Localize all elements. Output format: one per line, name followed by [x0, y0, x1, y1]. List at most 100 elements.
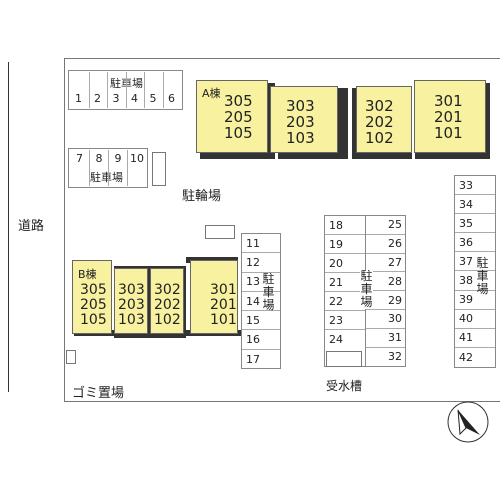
building-a-block-4: [414, 80, 486, 153]
unit: 101: [434, 124, 463, 142]
building-a-units-4: 301 201 101: [434, 93, 463, 141]
parking-col1: [241, 233, 281, 369]
parking-space: 11: [242, 234, 280, 254]
parking-space: 1: [70, 88, 87, 108]
space-divider: [162, 72, 164, 88]
site-boundary: [64, 58, 500, 402]
building-a-units-3: 302 202 102: [365, 98, 394, 146]
unit: 205: [80, 297, 107, 313]
building-b-block-2: [114, 268, 148, 334]
space-divider: [108, 166, 109, 186]
parking-space: 26: [366, 235, 405, 254]
parking-space: 40: [455, 310, 495, 329]
unit: 305: [80, 282, 107, 298]
parking-top-label: 駐車場: [110, 77, 143, 90]
parking-space: 15: [242, 311, 280, 331]
unit: 201: [434, 108, 463, 126]
parking-space: 12: [242, 253, 280, 273]
parking-space: 42: [459, 350, 473, 364]
parking-space: 37: [455, 252, 495, 272]
parking-space: 33: [455, 176, 495, 196]
building-a-label: A棟: [202, 87, 221, 100]
parking-col3-label: 駐車場: [476, 256, 489, 296]
unit: 101: [210, 312, 237, 328]
parking-space: 31: [366, 329, 405, 348]
unit: 103: [286, 129, 315, 147]
space-divider: [107, 72, 108, 88]
parking-space: 27: [366, 254, 405, 273]
unit: 102: [154, 312, 181, 328]
parking-space: 21: [325, 273, 365, 292]
parking-space: 20: [325, 254, 365, 273]
unit: 203: [286, 113, 315, 131]
building-b-units-1: 305 205 105: [80, 283, 107, 328]
unit: 202: [154, 297, 181, 313]
parking-space: 9: [108, 150, 127, 166]
parking-space: 29: [366, 291, 405, 310]
parking-space: 10: [127, 150, 146, 166]
unit: 302: [154, 282, 181, 298]
unit: 305: [224, 92, 253, 110]
road-edge-line: [8, 62, 9, 392]
unit: 201: [210, 297, 237, 313]
parking-space: 41: [455, 329, 495, 348]
building-b-label: B棟: [78, 268, 97, 281]
parking-space: 25: [366, 216, 405, 235]
unit: 105: [224, 124, 253, 142]
parking-space: 3: [107, 88, 124, 108]
building-a-units-2: 303 203 103: [286, 98, 315, 146]
space-divider: [127, 166, 128, 186]
road-label: 道路: [18, 219, 45, 234]
building-b-units-3: 302 202 102: [154, 283, 181, 328]
space-divider: [125, 72, 127, 88]
parking-space: 4: [125, 88, 143, 108]
north-arrow-icon: [447, 401, 489, 443]
unit: 301: [210, 282, 237, 298]
parking-col3: [454, 175, 496, 368]
parking-space: 16: [242, 331, 280, 350]
building-b-block-3: [150, 268, 184, 334]
parking-space: 5: [144, 88, 161, 108]
garbage-area-label: ゴミ置場: [72, 386, 125, 401]
parking-space: 17: [246, 352, 260, 366]
parking-col1-label: 駐車場: [262, 272, 275, 312]
water-tank-label: 受水槽: [326, 379, 363, 393]
storage-box: [152, 152, 166, 186]
parking-space: 7: [70, 150, 89, 166]
space-divider: [89, 166, 90, 186]
parking-space: 6: [162, 88, 180, 108]
building-a-block-2: [270, 86, 338, 153]
parking-space: 24: [329, 333, 343, 346]
parking-col2-label: 駐車場: [360, 269, 373, 309]
parking-space: 28: [366, 272, 405, 292]
building-a-block-1: [196, 80, 268, 153]
parking-mid-label: 駐車場: [90, 171, 123, 184]
unit: 202: [365, 113, 394, 131]
parking-space: 36: [455, 233, 495, 253]
water-tank-box: [326, 351, 362, 367]
bicycle-parking-label: 駐輪場: [182, 189, 222, 204]
building-b-units-4: 301 201 101: [210, 283, 237, 328]
parking-space: 13: [242, 273, 280, 292]
parking-space: 8: [89, 150, 108, 166]
unit: 103: [118, 312, 145, 328]
building-a-block-3: [356, 86, 412, 153]
parking-space: 38: [455, 272, 495, 291]
building-b-block-4: [190, 260, 238, 334]
parking-space: 22: [325, 292, 365, 311]
space-divider: [144, 72, 145, 88]
parking-space: 32: [388, 350, 402, 364]
space-divider: [88, 72, 90, 88]
parking-space: 23: [325, 311, 365, 330]
unit: 302: [365, 97, 394, 115]
parking-space: 18: [325, 216, 365, 235]
unit: 303: [118, 282, 145, 298]
bicycle-parking-box: [205, 225, 235, 239]
garbage-area-box: [66, 350, 76, 364]
building-b-units-2: 303 203 103: [118, 283, 145, 328]
parking-space: 14: [242, 292, 280, 312]
parking-space: 39: [455, 291, 495, 310]
unit: 303: [286, 97, 315, 115]
parking-space: 2: [88, 88, 106, 108]
parking-space: 19: [325, 235, 365, 254]
